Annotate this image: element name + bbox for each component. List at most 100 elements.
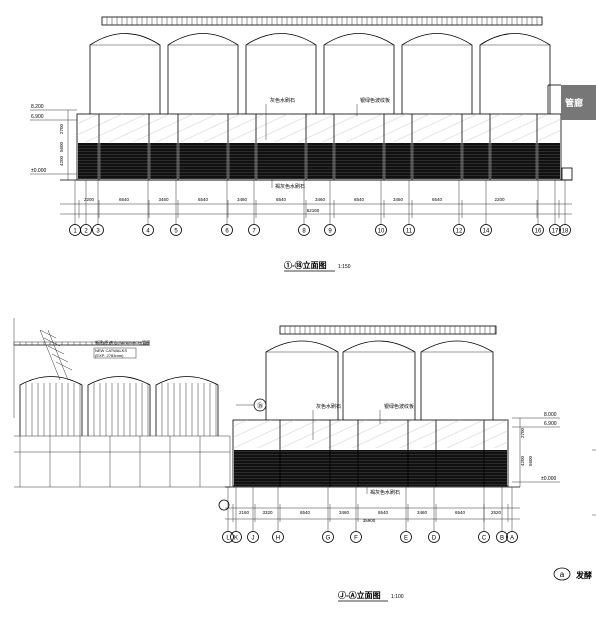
grid-label: 1 — [73, 229, 77, 235]
grid-bubble — [324, 224, 336, 236]
column-highlight — [226, 143, 230, 179]
existing-silo — [19, 376, 83, 436]
grid-label: L — [226, 536, 230, 542]
silo-group — [89, 33, 551, 114]
callout-gray-stone: 灰色水刷石 — [270, 97, 295, 104]
grid-bubble — [453, 224, 465, 236]
grid-bubble — [532, 224, 544, 236]
total-dim-2: 35900 — [363, 518, 376, 523]
grid-label: 11 — [406, 229, 413, 235]
grid-label: 16 — [535, 229, 542, 235]
note-exp: (EXP: 2783mm) — [95, 353, 124, 358]
column-highlight — [535, 143, 539, 179]
grid-label: G — [326, 536, 331, 542]
grid-bubble — [142, 224, 154, 236]
grid-bubble — [247, 531, 259, 543]
grid-bubble — [298, 224, 310, 236]
grid-label: C — [482, 536, 487, 542]
grid-bubble — [80, 224, 92, 236]
bay-dim: 6540 — [432, 197, 443, 202]
column-highlight — [97, 143, 101, 179]
existing-silo — [155, 376, 219, 436]
material-callouts-2: 灰色水刷石 银绿色波纹板 褐灰色水刷石 — [312, 403, 414, 496]
grid-label: 4 — [146, 229, 150, 235]
grid-bubble — [400, 531, 412, 543]
bay-dim: 3460 — [158, 197, 169, 202]
grid-label: 10 — [378, 229, 385, 235]
bay-dim: 3460 — [237, 197, 248, 202]
building-facade — [60, 113, 572, 181]
silo — [420, 340, 494, 420]
total-dim: 62160 — [307, 208, 320, 213]
column-highlight — [410, 143, 414, 179]
grid-label: J — [252, 536, 255, 542]
callout2-brown-stone: 褐灰色水刷石 — [370, 489, 400, 496]
level-marks: 8.200 6.900 ±0.000 2700 5600 4200 — [30, 104, 77, 180]
grid-bubble — [322, 531, 334, 543]
grid-bubble — [170, 224, 182, 236]
grid-bubble — [506, 531, 518, 543]
roof-catwalk-truss — [101, 16, 543, 26]
grid-bubble — [92, 224, 104, 236]
drawing-title-2: Ⓙ-Ⓐ立面图 1:100 — [338, 590, 404, 602]
silo — [401, 33, 473, 114]
grid-label: 5 — [174, 229, 178, 235]
gallery-label: 管廊 — [565, 97, 583, 108]
dim2-v-3: 5600 — [528, 455, 533, 466]
level-marks-2: 8.000 6.900 ±0.000 2700 4200 5600 — [512, 412, 560, 487]
callout-brown-stone: 褐灰色水刷石 — [275, 183, 305, 190]
grid-label: H — [276, 536, 280, 542]
note-text: 发酵 — [575, 570, 592, 580]
column-highlight — [382, 143, 386, 179]
dim2-v-2: 4200 — [520, 455, 525, 466]
grid-label: F — [354, 536, 358, 542]
level2-top: 8.000 — [544, 412, 557, 418]
silo — [342, 340, 416, 420]
bay-dim: 6540 — [300, 510, 311, 515]
grid-bubble — [272, 531, 284, 543]
roof-catwalk-truss-2 — [279, 325, 497, 335]
level-top: 8.200 — [31, 104, 44, 110]
bay-dim: 6540 — [276, 197, 287, 202]
stair-flight — [43, 337, 61, 347]
silo — [167, 33, 239, 114]
grid-bubble — [496, 531, 508, 543]
grid-bubble — [480, 224, 492, 236]
grid-label: 6 — [225, 229, 229, 235]
silo — [245, 33, 317, 114]
dim-v-3: 4200 — [59, 155, 64, 166]
grid-bubble — [375, 224, 387, 236]
grid-label: 8 — [302, 229, 306, 235]
existing-structure: 新建(原)夹心(SANDWICH)管廊 NEW CATWALKS (EXP: 2… — [13, 318, 231, 488]
elevation-2: 新建(原)夹心(SANDWICH)管廊 NEW CATWALKS (EXP: 2… — [13, 318, 596, 602]
grid-bubble — [559, 224, 571, 236]
existing-silo — [87, 376, 151, 436]
bay-dim: 3460 — [417, 510, 428, 515]
grid-bubble — [221, 224, 233, 236]
grid-label: 2 — [84, 229, 88, 235]
bay-dim: 2160 — [239, 510, 250, 515]
bay-dim: 6540 — [378, 510, 389, 515]
grid-label: 17 — [552, 229, 559, 235]
grid-bubble — [403, 224, 415, 236]
silo-group-2 — [265, 340, 494, 420]
note-badge: a — [560, 570, 565, 579]
note-catwalks: NEW CATWALKS — [95, 348, 127, 353]
right-note: a 发酵 — [553, 449, 596, 581]
level2-mid: 6.900 — [544, 421, 557, 427]
title-text: ①-⑱立面图 — [284, 260, 327, 270]
grid-bubble-L-upper — [218, 499, 230, 511]
grid-label: 18 — [562, 229, 569, 235]
grid-bubble — [478, 531, 490, 543]
bay-dim: 6540 — [119, 197, 130, 202]
grid-bubble — [549, 224, 561, 236]
callout-green-panel: 银绿色波纹板 — [360, 97, 390, 104]
material-callouts: 灰色水刷石 银绿色波纹板 褐灰色水刷石 — [265, 97, 390, 190]
grid-label: D — [432, 536, 437, 542]
bay-dim: 3320 — [262, 510, 273, 515]
grid-bubble — [230, 531, 242, 543]
grid-bubble — [350, 531, 362, 543]
dim2-v-1: 2700 — [520, 427, 525, 438]
